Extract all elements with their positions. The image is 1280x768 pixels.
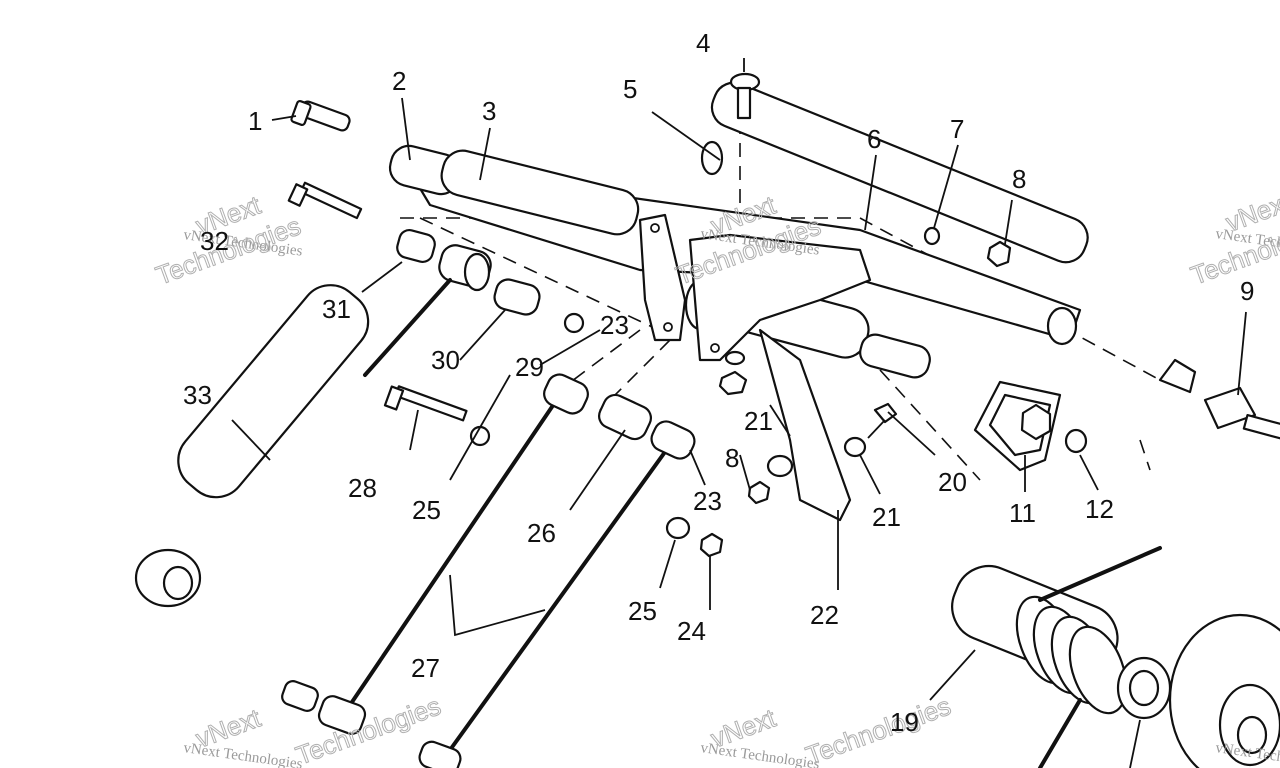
- bracket-plates: [638, 213, 872, 522]
- leader-lines: [231, 58, 1247, 768]
- bushings: [396, 228, 585, 334]
- callout-32: 32: [200, 226, 229, 256]
- callout-20: 20: [938, 467, 967, 497]
- callout-23-bottom: 23: [693, 486, 722, 516]
- watermark-big-3a: vNext: [1222, 186, 1280, 237]
- bolt-28: [383, 385, 491, 447]
- callout-5: 5: [623, 74, 637, 104]
- callout-12: 12: [1085, 494, 1114, 524]
- callout-labels: 1 2 3 4 5 6 7 8 9 32 31 30 29 23 33 28 2…: [183, 28, 1254, 737]
- callout-26: 26: [527, 518, 556, 548]
- bolt-32: [287, 181, 363, 220]
- bracket-9: [1158, 358, 1280, 441]
- hardware: [665, 350, 898, 558]
- bolt-1: [290, 100, 351, 132]
- callout-21-right: 21: [872, 502, 901, 532]
- callout-6: 6: [867, 124, 881, 154]
- callout-30: 30: [431, 345, 460, 375]
- callout-25-left: 25: [412, 495, 441, 525]
- callout-2: 2: [392, 66, 406, 96]
- callout-22: 22: [810, 600, 839, 630]
- callout-29: 29: [515, 352, 544, 382]
- callout-19: 19: [890, 707, 919, 737]
- callout-7: 7: [950, 114, 964, 144]
- callout-8-bottom: 8: [725, 443, 739, 473]
- callout-21-left: 21: [744, 406, 773, 436]
- callout-9: 9: [1240, 276, 1254, 306]
- callout-23-top: 23: [600, 310, 629, 340]
- callout-25-bottom: 25: [628, 596, 657, 626]
- spring-axle-19: [951, 546, 1280, 768]
- link-rods: [281, 373, 696, 768]
- callout-11: 11: [1009, 498, 1036, 528]
- callout-28: 28: [348, 473, 377, 503]
- hardware-top-right: [923, 226, 1012, 268]
- watermark-big-5b: Technologies: [802, 691, 955, 768]
- shock-absorber: [134, 278, 452, 608]
- callout-3: 3: [482, 96, 496, 126]
- bolt-4: [729, 72, 761, 120]
- callout-31: 31: [322, 294, 351, 324]
- callout-33: 33: [183, 380, 212, 410]
- callout-4: 4: [696, 28, 710, 58]
- callout-8-top: 8: [1012, 164, 1026, 194]
- clamp-plate-11: [973, 380, 1088, 472]
- callout-24: 24: [677, 616, 706, 646]
- callout-27: 27: [411, 653, 440, 683]
- callout-1: 1: [248, 106, 262, 136]
